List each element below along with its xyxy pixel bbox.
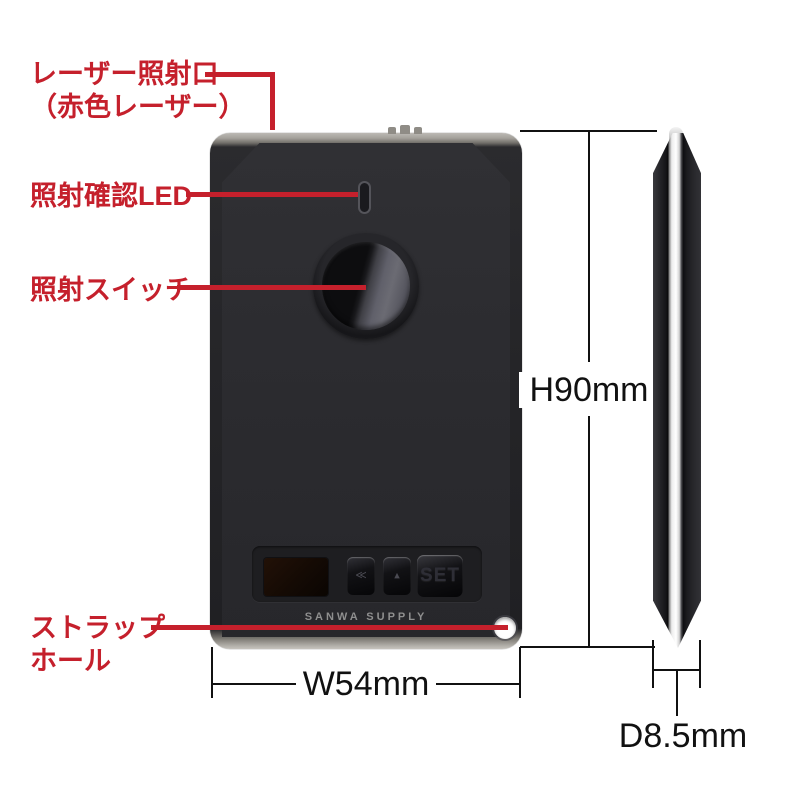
pointer-icon: ▴: [394, 569, 400, 582]
laser-aperture-bump: [414, 127, 422, 134]
laser-beam-icon: ≪: [355, 569, 367, 582]
function-button-1: ≪: [347, 557, 375, 595]
function-button-2: ▴: [383, 557, 411, 595]
depth-dimension-right-tick: [699, 640, 701, 688]
height-dimension-bottom-cap: [520, 646, 655, 648]
depth-dimension-text: D8.5mm: [613, 718, 753, 754]
switch-leader-line: [177, 285, 366, 290]
strap-hole-label-line1: ストラップ: [30, 613, 165, 643]
width-dimension-left-tick: [211, 647, 213, 698]
strap-hole-label: ストラップ ホール: [30, 612, 165, 678]
switch-label: 照射スイッチ: [30, 275, 192, 305]
height-dimension-text: H90mm: [519, 372, 659, 408]
width-dimension-right-tick: [519, 647, 521, 698]
led-leader-line: [186, 192, 358, 197]
height-dimension-line-lower: [588, 416, 590, 648]
laser-aperture-bump: [400, 125, 410, 134]
height-dimension-line-upper: [588, 130, 590, 362]
device-side-view: [653, 133, 701, 648]
lcd-display: [264, 558, 328, 596]
width-dimension-text: W54mm: [296, 666, 436, 702]
led-label: 照射確認LED: [30, 181, 192, 211]
strap-hole-label-line2: ホール: [30, 646, 111, 676]
laser-port-label-line2: （赤色レーザー）: [30, 92, 246, 122]
depth-dimension-left-tick: [652, 640, 654, 688]
laser-port-label: レーザー照射口 （赤色レーザー）: [30, 58, 245, 124]
laser-port-label-line1: レーザー照射口: [30, 59, 219, 89]
laser-aperture-bump: [388, 127, 396, 134]
strap-hole-leader-line: [151, 625, 508, 630]
set-button: SET: [417, 555, 463, 597]
laser-port-leader-line-vertical: [270, 72, 275, 130]
laser-port-leader-line-horizontal: [205, 72, 275, 77]
depth-dimension-drop-line: [676, 669, 678, 716]
brand-logo-text: SANWA SUPPLY: [304, 611, 428, 623]
confirmation-led: [358, 181, 371, 214]
